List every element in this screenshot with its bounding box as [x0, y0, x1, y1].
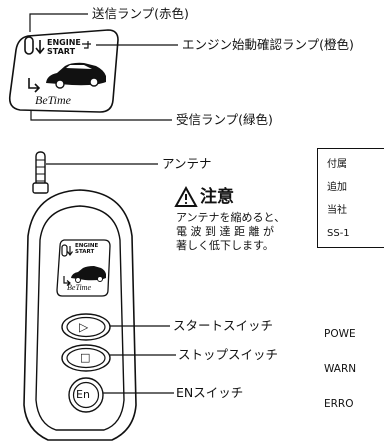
- mini-start-text: START: [75, 249, 95, 255]
- stop-switch-label: ストップスイッチ: [178, 347, 279, 362]
- stop-button[interactable]: □: [80, 351, 91, 364]
- engine-text: ENGINE: [47, 38, 81, 47]
- remote-body: [23, 151, 137, 441]
- send-arrow-icon: [35, 40, 45, 55]
- accessory-info-box: 付属 追加 当社 SS-1: [317, 148, 384, 248]
- engine-start-lamp-label: エンジン始動確認ランプ(橙色): [182, 37, 354, 52]
- box-line-2: 追加: [327, 182, 347, 193]
- remote-shell-outer: [23, 189, 137, 441]
- caution-title: 注意: [200, 187, 234, 207]
- caution-line-1: アンテナを縮めると、: [176, 211, 286, 224]
- leader-lines-bottom: [46, 163, 176, 394]
- engine-lamp-icon: [82, 41, 91, 49]
- box-line-3: 当社: [327, 205, 347, 216]
- caution-line-3: 著しく低下します。: [176, 239, 274, 252]
- brand-text: BeTime: [35, 93, 71, 107]
- enlarged-panel: [8, 29, 119, 113]
- send-lamp-icon: [24, 36, 34, 55]
- box-line-4: SS-1: [327, 228, 350, 239]
- send-lamp-label: 送信ランプ(赤色): [92, 6, 189, 21]
- warn-label: WARN: [324, 363, 357, 375]
- en-button[interactable]: En: [76, 388, 90, 401]
- start-button[interactable]: ▷: [79, 320, 89, 334]
- remote-shell-inner: [35, 205, 125, 431]
- en-switch-label: ENスイッチ: [176, 385, 244, 400]
- mini-brand-text: BeTime: [67, 283, 91, 292]
- mini-car-icon: [71, 266, 106, 281]
- receive-arrow-icon: [28, 78, 41, 93]
- antenna-label: アンテナ: [162, 156, 212, 171]
- error-label: ERRO: [324, 398, 354, 410]
- mini-panel: [56, 239, 111, 297]
- enlarged-panel-outline: [8, 29, 119, 113]
- box-line-1: 付属: [327, 159, 347, 170]
- leader-lines-top: [29, 13, 178, 121]
- caution-icon: [174, 185, 198, 207]
- mini-engine-text: ENGINE: [75, 243, 99, 249]
- caution-line-2: 電 波 到 達 距 離 が: [176, 225, 274, 238]
- start-text: START: [47, 47, 76, 56]
- receive-lamp-label: 受信ランプ(緑色): [176, 112, 273, 127]
- power-label: POWE: [324, 328, 356, 340]
- start-switch-label: スタートスイッチ: [173, 318, 274, 333]
